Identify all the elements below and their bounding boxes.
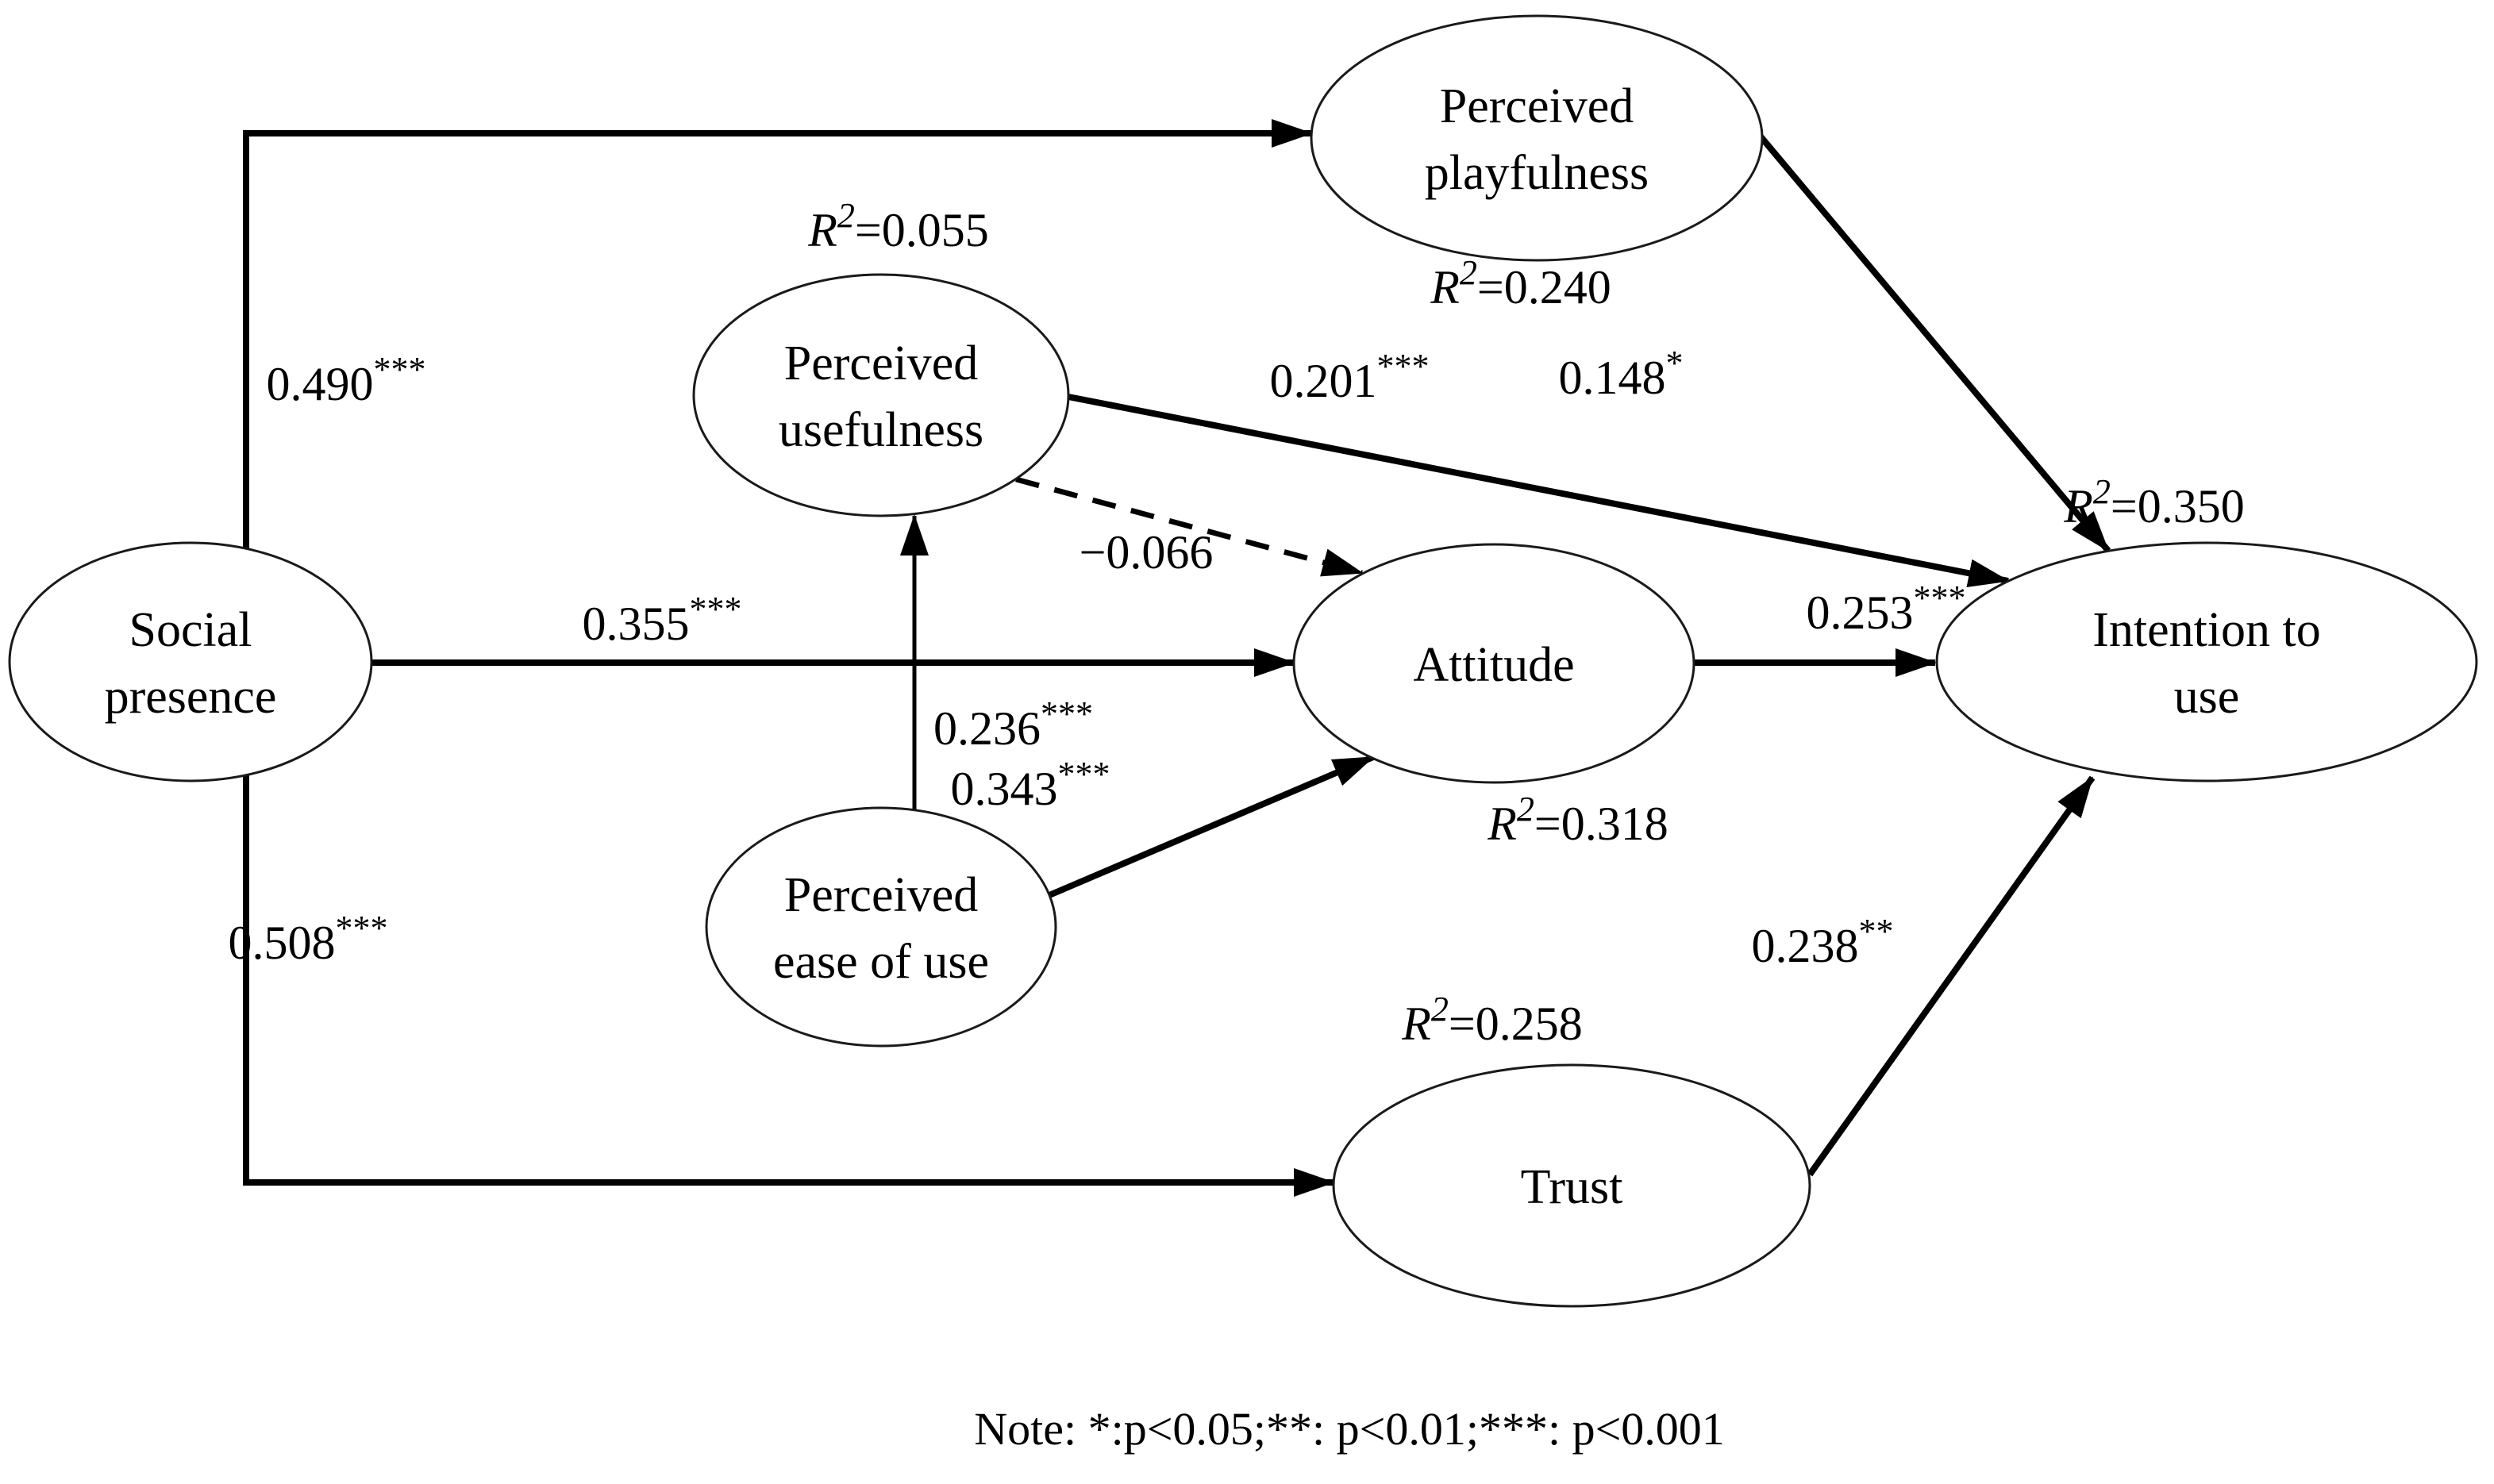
coef-stars: ***: [690, 590, 742, 629]
coef-social-presence-playfulness: 0.490***: [267, 350, 426, 410]
coef-value: 0.490: [267, 358, 374, 410]
r2-exponent: 2: [837, 196, 855, 235]
edge-perceived-playfulness-to-intention-to-use: [1757, 134, 2111, 553]
node-trust-ellipse: [1332, 1063, 1811, 1308]
node-perceived-ease-of-use-label-line1: Perceived: [784, 868, 978, 922]
coef-value: 0.355: [583, 598, 690, 650]
node-perceived-usefulness-label-line1: Perceived: [784, 336, 978, 390]
coef-value: 0.508: [229, 917, 336, 969]
node-intention-to-use-ellipse: [1935, 541, 2478, 782]
edge-perceived-usefulness-to-intention-to-use: [1068, 394, 2010, 588]
r2-attitude: R2=0.318: [1487, 790, 1668, 850]
edge-social-presence-to-trust: [243, 775, 1335, 1197]
r2-symbol: R: [1401, 998, 1431, 1050]
coef-social-presence-trust: 0.508***: [229, 909, 388, 969]
r2-intention-to-use: R2=0.350: [2063, 472, 2245, 532]
coef-usefulness-intention: 0.201***: [1270, 347, 1430, 407]
node-perceived-playfulness-label-line1: Perceived: [1440, 79, 1634, 133]
coef-value: −0.066: [1080, 526, 1214, 579]
r2-symbol: R: [1430, 261, 1460, 313]
node-social-presence-ellipse: [8, 541, 373, 782]
coef-playfulness-intention: 0.148*: [1559, 344, 1684, 404]
r2-symbol: R: [2063, 480, 2093, 532]
coef-value: 0.148: [1559, 352, 1666, 404]
r2-exponent: 2: [1460, 253, 1477, 292]
significance-note: Note: *:p<0.05;**: p<0.01;***: p<0.001: [974, 1403, 1725, 1455]
node-attitude-label: Attitude: [1413, 638, 1574, 692]
edge-social-presence-to-perceived-playfulness: [243, 119, 1313, 549]
coef-value: 0.253: [1807, 586, 1914, 639]
coef-stars: ***: [1041, 694, 1093, 733]
node-intention-to-use-label-line2: use: [2174, 670, 2240, 724]
r2-symbol: R: [1487, 798, 1517, 850]
r2-perceived-playfulness: R2=0.240: [1430, 253, 1611, 313]
r2-exponent: 2: [1431, 990, 1449, 1028]
coef-usefulness-attitude: −0.066: [1080, 526, 1214, 579]
edge-trust-to-intention-to-use: [1807, 775, 2096, 1177]
coef-value: 0.201: [1270, 355, 1377, 407]
node-perceived-usefulness-label-line2: usefulness: [779, 403, 983, 457]
node-perceived-ease-of-use-ellipse: [705, 806, 1057, 1048]
r2-value: =0.318: [1534, 798, 1668, 850]
node-social-presence-label-line1: Social: [129, 603, 252, 657]
coef-value: 0.343: [951, 763, 1058, 815]
node-perceived-ease-of-use-label-line2: ease of use: [773, 935, 989, 989]
node-perceived-playfulness-label-line2: playfulness: [1425, 146, 1649, 200]
r2-value: =0.240: [1477, 261, 1611, 313]
r2-exponent: 2: [1517, 790, 1534, 829]
node-perceived-usefulness-ellipse: [692, 273, 1070, 517]
coef-stars: ***: [336, 909, 388, 948]
node-social-presence-label-line2: presence: [105, 670, 277, 724]
coef-stars: *: [1666, 344, 1684, 383]
r2-value: =0.258: [1449, 998, 1583, 1050]
r2-symbol: R: [807, 204, 837, 256]
coef-stars: ***: [1914, 579, 1966, 617]
coef-ease-of-use-attitude: 0.343***: [951, 755, 1110, 815]
coef-trust-intention: 0.238**: [1752, 912, 1894, 972]
coef-stars: ***: [374, 350, 426, 389]
edge-perceived-usefulness-to-attitude-dashed: [1015, 476, 1364, 577]
r2-value: =0.350: [2111, 480, 2245, 532]
node-attitude-ellipse: [1292, 543, 1695, 784]
coef-attitude-intention: 0.253***: [1807, 579, 1966, 639]
node-perceived-playfulness-ellipse: [1310, 14, 1764, 262]
edge-perceived-ease-of-use-to-attitude: [1048, 754, 1375, 898]
coef-ease-of-use-usefulness: 0.236***: [933, 694, 1093, 755]
r2-perceived-usefulness: R2=0.055: [807, 196, 989, 256]
coef-stars: ***: [1058, 755, 1110, 794]
coef-value: 0.238: [1752, 920, 1859, 972]
coef-stars: ***: [1377, 347, 1430, 386]
r2-exponent: 2: [2093, 472, 2111, 511]
node-intention-to-use-label-line1: Intention to: [2092, 603, 2321, 657]
r2-trust: R2=0.258: [1401, 990, 1583, 1050]
node-trust-label: Trust: [1521, 1160, 1623, 1214]
coef-value: 0.236: [933, 702, 1041, 755]
r2-value: =0.055: [855, 204, 989, 256]
coef-social-presence-attitude: 0.355***: [583, 590, 742, 650]
coef-stars: **: [1859, 912, 1894, 951]
